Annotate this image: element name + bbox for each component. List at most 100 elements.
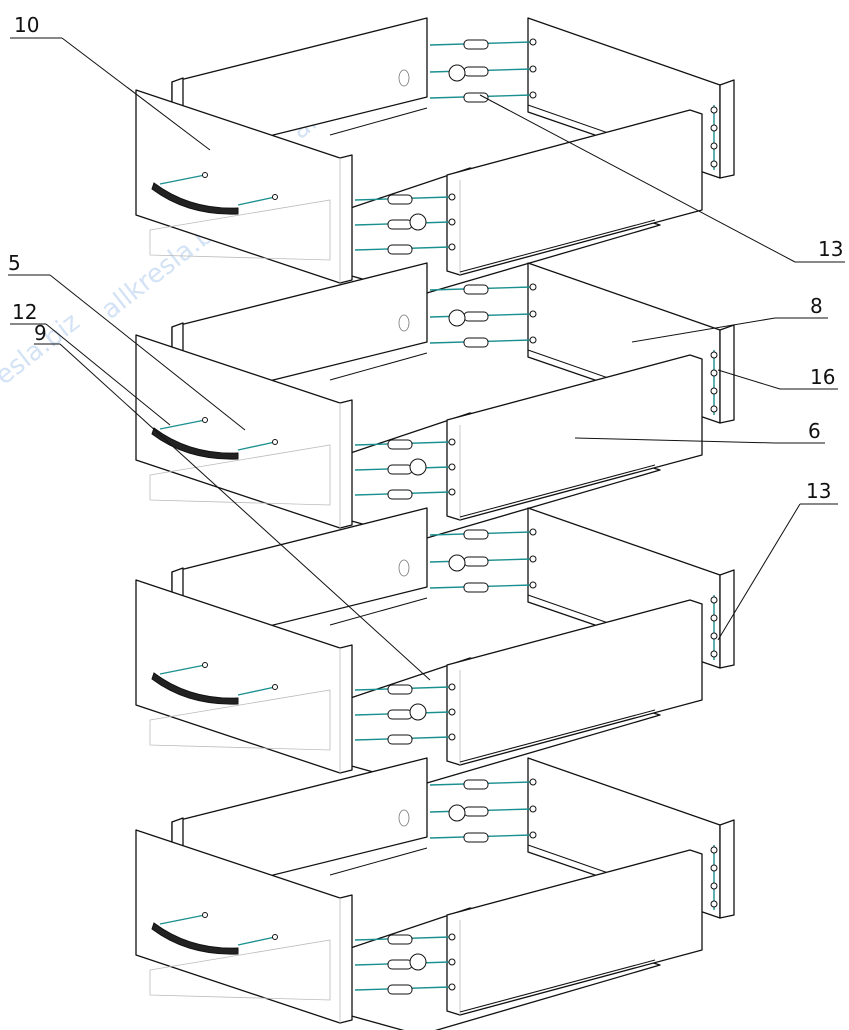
drawer-handle bbox=[151, 922, 239, 955]
dowel-hole bbox=[529, 805, 537, 813]
drawers-group bbox=[135, 17, 735, 1030]
dowel-hole bbox=[448, 708, 456, 716]
drawer-right-edge bbox=[719, 819, 735, 919]
edge-dowel bbox=[710, 124, 718, 132]
edge-dowel bbox=[710, 351, 718, 359]
callout-labels: 10 13 5 12 9 8 16 6 13 bbox=[8, 13, 843, 503]
dowel-hole bbox=[448, 683, 456, 691]
dowel bbox=[387, 959, 413, 970]
edge-dowel bbox=[710, 614, 718, 622]
dowel bbox=[463, 529, 489, 540]
edge-dowel bbox=[710, 846, 718, 854]
dowel bbox=[387, 684, 413, 695]
screw-head bbox=[272, 194, 278, 200]
handle-screw-line bbox=[237, 936, 276, 946]
edge-dowel bbox=[710, 387, 718, 395]
dowel bbox=[387, 194, 413, 205]
callout-label: 12 bbox=[12, 300, 37, 324]
dowel-hole bbox=[529, 65, 537, 73]
dowel bbox=[387, 244, 413, 255]
edge-dowel bbox=[710, 106, 718, 114]
callout-label: 9 bbox=[34, 321, 47, 345]
back-hole bbox=[398, 809, 410, 827]
dowel bbox=[387, 439, 413, 450]
front-hidden-lines bbox=[149, 199, 331, 261]
edge-dowel bbox=[710, 596, 718, 604]
drawer-right-edge bbox=[719, 324, 735, 424]
dowel bbox=[387, 934, 413, 945]
drawer-left-side bbox=[446, 354, 703, 521]
dowel-hole bbox=[448, 218, 456, 226]
cam-lock bbox=[448, 64, 466, 82]
handle-screw-line bbox=[159, 419, 206, 430]
edge-dowel bbox=[710, 900, 718, 908]
screw-head bbox=[202, 417, 208, 423]
cam-lock bbox=[409, 213, 427, 231]
handle-screw-line bbox=[237, 441, 276, 451]
drawer-left-side bbox=[446, 109, 703, 276]
dowel bbox=[387, 984, 413, 995]
side-groove bbox=[459, 219, 656, 273]
dowel-hole bbox=[448, 933, 456, 941]
dowel-hole bbox=[529, 528, 537, 536]
drawer-right-edge bbox=[719, 569, 735, 669]
callout-label: 10 bbox=[14, 13, 39, 37]
handle-screw-line bbox=[237, 196, 276, 206]
edge-dowel bbox=[710, 882, 718, 890]
dowel-hole bbox=[529, 555, 537, 563]
drawer-right-edge bbox=[719, 79, 735, 179]
callout-label: 6 bbox=[808, 419, 821, 443]
dowel bbox=[463, 337, 489, 348]
side-groove bbox=[459, 709, 656, 763]
dowel-hole bbox=[448, 488, 456, 496]
drawer-4 bbox=[135, 757, 735, 1030]
cam-lock bbox=[409, 458, 427, 476]
dowel bbox=[463, 582, 489, 593]
front-hidden-lines bbox=[149, 939, 331, 1001]
dowel-hole bbox=[448, 438, 456, 446]
back-groove bbox=[329, 597, 428, 626]
dowel bbox=[463, 779, 489, 790]
dowel-hole bbox=[448, 958, 456, 966]
screw-head bbox=[272, 684, 278, 690]
dowel-hole bbox=[448, 243, 456, 251]
handle-screw-line bbox=[159, 174, 206, 185]
dowel-hole bbox=[529, 91, 537, 99]
callout-label: 5 bbox=[8, 251, 21, 275]
dowel-hole bbox=[529, 581, 537, 589]
side-groove bbox=[459, 464, 656, 518]
leader-lines bbox=[8, 37, 845, 681]
cam-lock bbox=[448, 554, 466, 572]
callout-label: 13 bbox=[806, 479, 831, 503]
edge-dowel bbox=[710, 405, 718, 413]
dowel bbox=[463, 284, 489, 295]
back-hole bbox=[398, 314, 410, 332]
dowel bbox=[387, 489, 413, 500]
dowel bbox=[463, 556, 489, 567]
dowel bbox=[387, 734, 413, 745]
dowel bbox=[387, 709, 413, 720]
screw-head bbox=[202, 912, 208, 918]
edge-dowel bbox=[710, 864, 718, 872]
drawer-1 bbox=[135, 17, 735, 296]
dowel bbox=[463, 806, 489, 817]
edge-dowel bbox=[710, 160, 718, 168]
drawer-left-side bbox=[446, 599, 703, 766]
callout-label: 8 bbox=[810, 294, 823, 318]
edge-dowel bbox=[710, 142, 718, 150]
handle-screw-line bbox=[159, 914, 206, 925]
drawer-3 bbox=[135, 507, 735, 786]
cam-lock bbox=[409, 703, 427, 721]
screw-head bbox=[272, 934, 278, 940]
dowel-hole bbox=[529, 310, 537, 318]
dowel-hole bbox=[529, 831, 537, 839]
dowel bbox=[463, 92, 489, 103]
dowel-hole bbox=[529, 336, 537, 344]
cam-lock bbox=[448, 804, 466, 822]
dowel bbox=[387, 219, 413, 230]
back-groove bbox=[329, 107, 428, 136]
cam-lock bbox=[409, 953, 427, 971]
dowel bbox=[387, 464, 413, 475]
